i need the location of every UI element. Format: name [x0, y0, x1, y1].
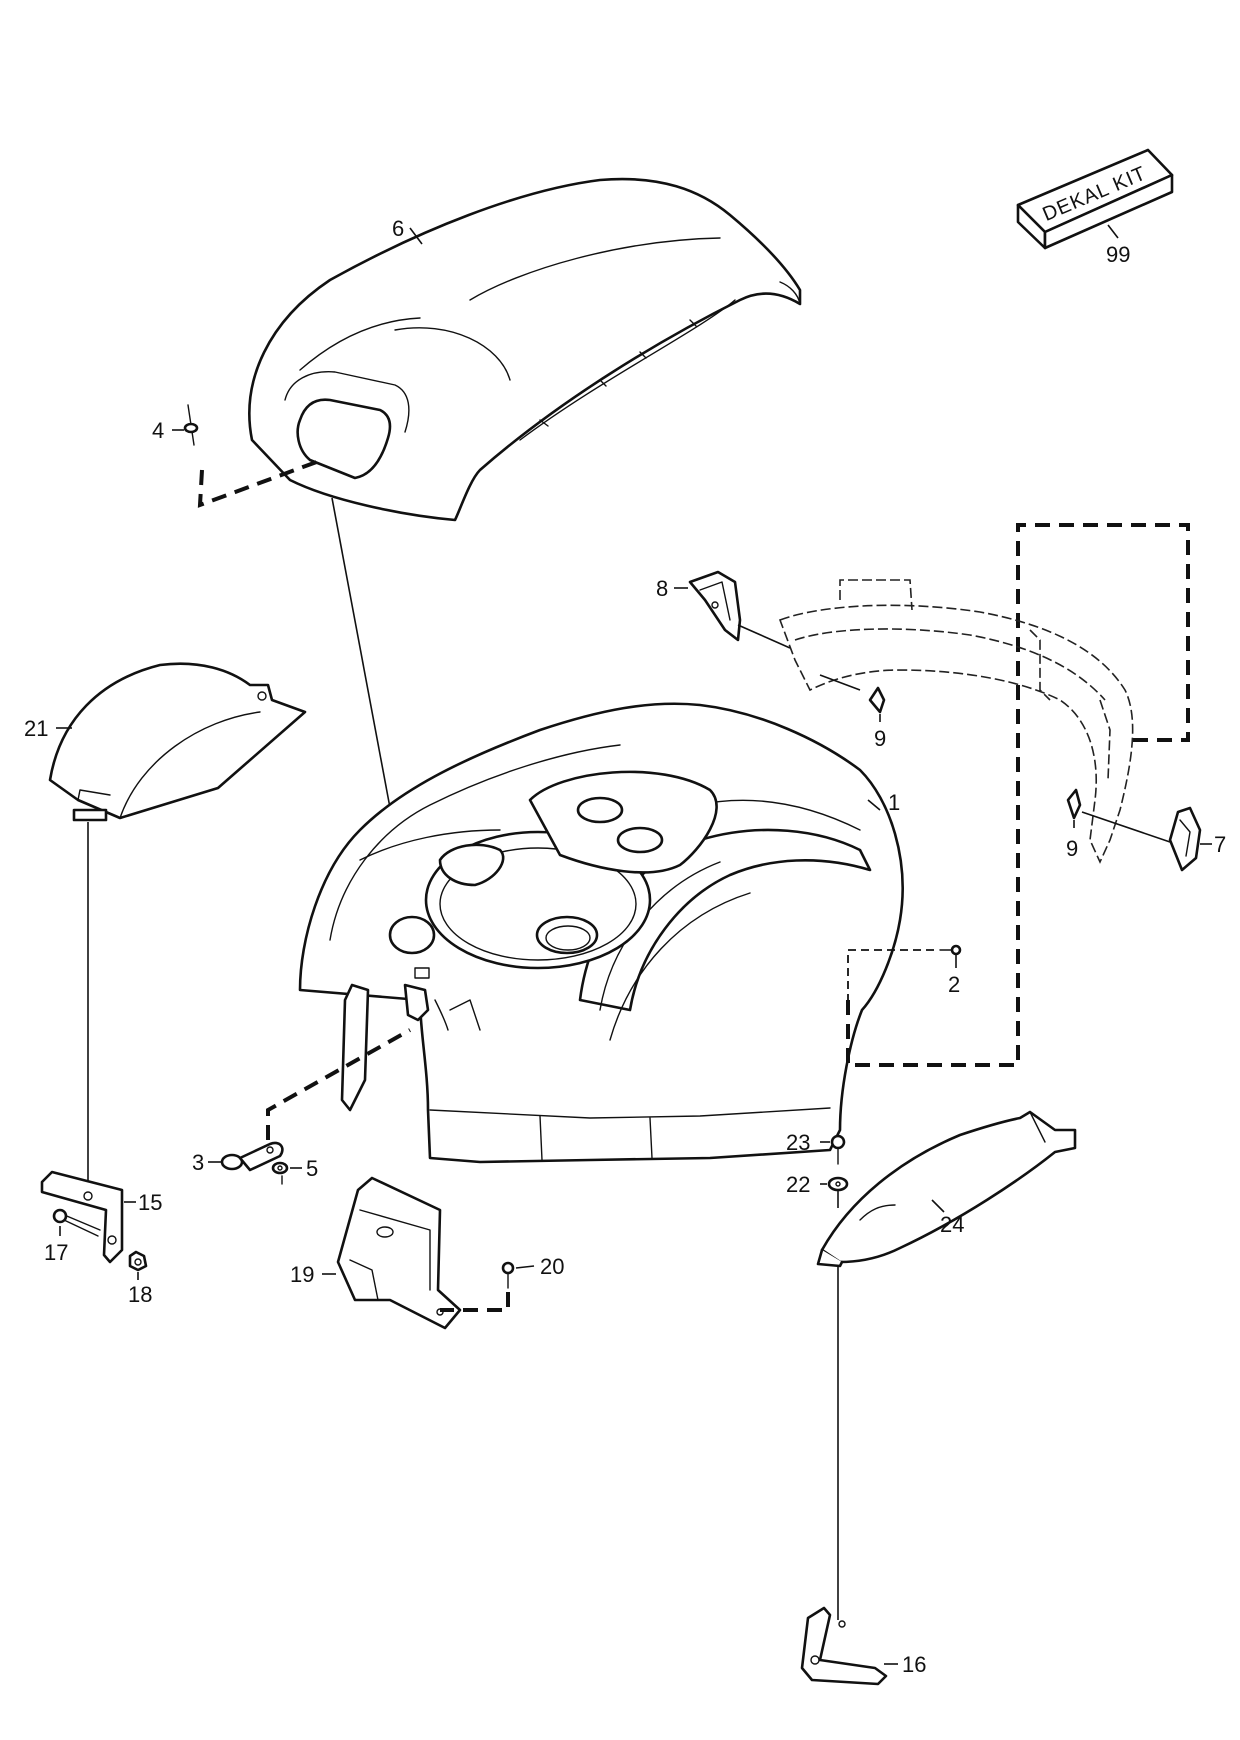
callout-19: 19 — [290, 1262, 314, 1287]
callout-23: 23 — [786, 1130, 810, 1155]
callout-20: 20 — [540, 1254, 564, 1279]
curved-cover-21 — [48, 662, 307, 822]
clip-9-lower — [1066, 788, 1171, 843]
bolt-17 — [52, 1208, 101, 1237]
callout-1: 1 — [888, 790, 900, 815]
screw-fender — [847, 944, 962, 1000]
bracket-16 — [800, 1606, 898, 1686]
bracket-15 — [40, 1170, 136, 1264]
callout-7: 7 — [1214, 832, 1226, 857]
fender-body — [298, 702, 904, 1164]
washer-5 — [271, 1161, 302, 1185]
end-cap-7 — [1168, 806, 1212, 872]
callout-8: 8 — [656, 576, 668, 601]
screw-23 — [820, 1134, 846, 1165]
callout-24: 24 — [940, 1212, 964, 1237]
hood-cover — [248, 177, 802, 522]
callout-2: 2 — [948, 972, 960, 997]
callout-16: 16 — [902, 1652, 926, 1677]
callout-21: 21 — [24, 716, 48, 741]
clip-9-upper — [819, 674, 886, 722]
washer-22 — [820, 1176, 849, 1208]
callout-17: 17 — [44, 1240, 68, 1265]
bracket-8 — [674, 570, 791, 649]
flap-24 — [816, 1110, 1077, 1268]
nut-18 — [128, 1250, 148, 1280]
screw-20 — [440, 1261, 535, 1312]
callout-9-lower: 9 — [1066, 836, 1078, 861]
callout-5: 5 — [306, 1156, 318, 1181]
callout-3: 3 — [192, 1150, 204, 1175]
callout-15: 15 — [138, 1190, 162, 1215]
hood-clip — [172, 404, 323, 508]
callout-18: 18 — [128, 1282, 152, 1307]
callout-99: 99 — [1106, 242, 1130, 267]
callout-9-upper: 9 — [874, 726, 886, 751]
dashed-frame — [846, 523, 1190, 1067]
bracket-19 — [322, 1176, 462, 1330]
callout-4: 4 — [152, 418, 164, 443]
link-3 — [208, 1028, 411, 1172]
callout-6: 6 — [392, 216, 404, 241]
rear-bracket-ghost — [778, 579, 1134, 864]
callout-22: 22 — [786, 1172, 810, 1197]
decal-kit-box: DEKAL KIT — [1016, 148, 1174, 250]
